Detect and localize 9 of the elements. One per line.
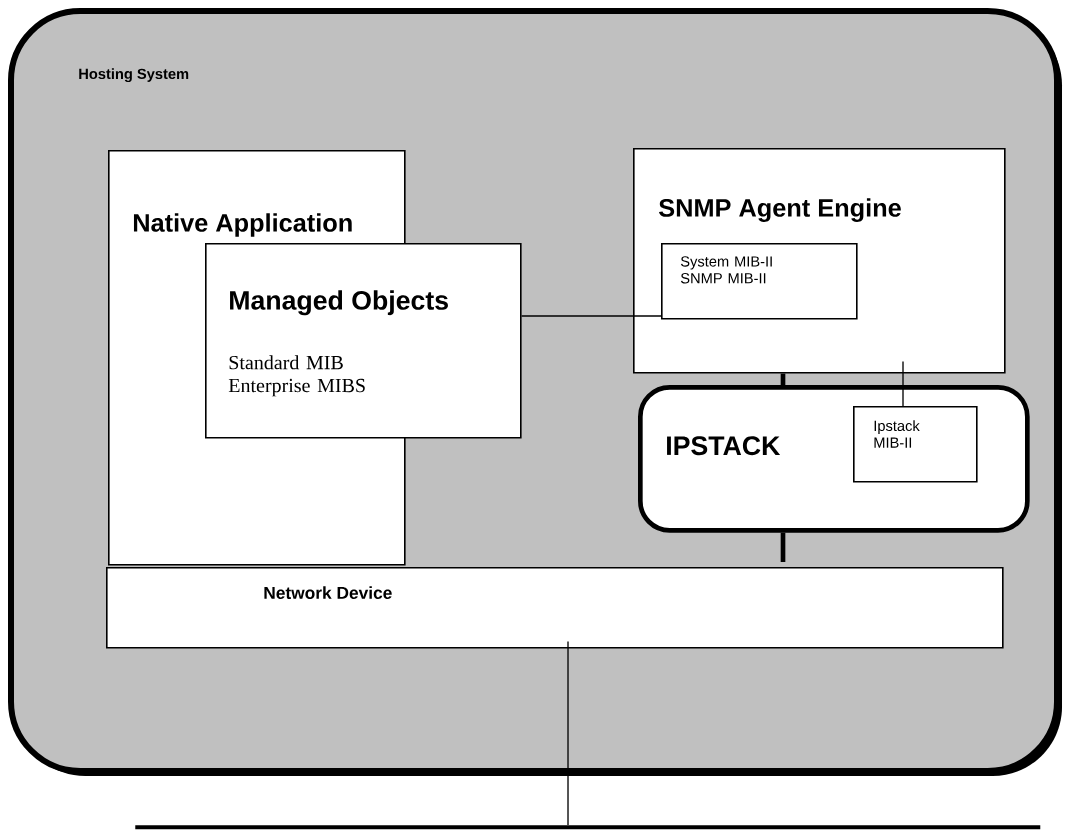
connector-line [567, 640, 569, 826]
mib-box: Ipstack MIB-II [853, 406, 978, 483]
connector-line [780, 373, 786, 385]
connector-line [780, 532, 786, 562]
device-bar: Network Device [106, 567, 1004, 649]
objects-box: Managed Objects Standard MIB Enterprise MIBS [205, 243, 522, 439]
mib-box: System MIB-II SNMP MIB-II [661, 243, 858, 320]
connector-line [902, 360, 904, 407]
connector-line [520, 315, 662, 317]
